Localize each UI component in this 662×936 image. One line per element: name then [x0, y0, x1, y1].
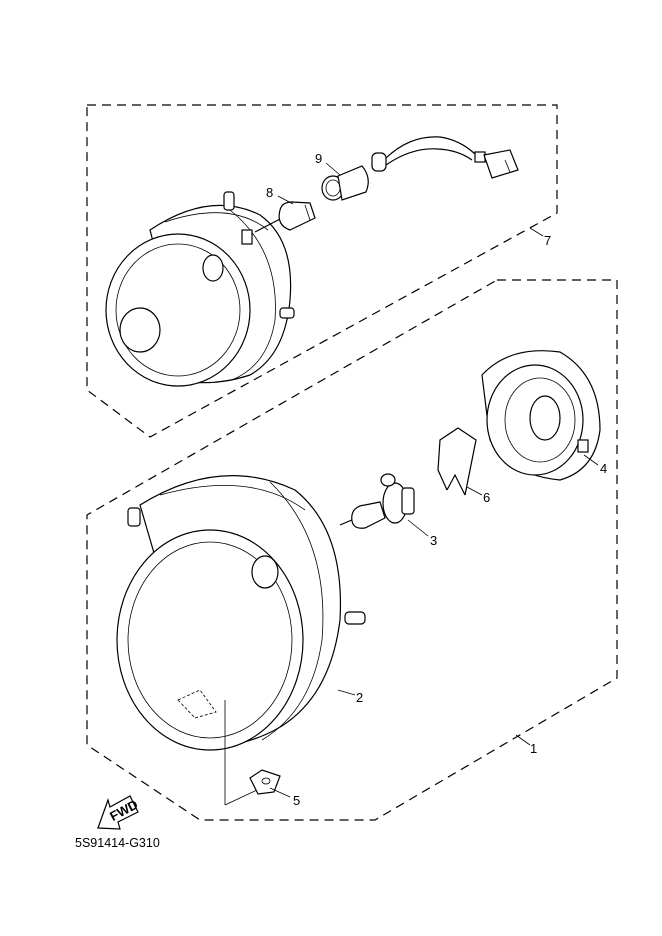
callout-4: 4: [600, 461, 607, 476]
forward-arrow-icon: FWD: [97, 795, 140, 830]
headlight-assembly-7: [105, 191, 295, 387]
headlight-rim-4: [481, 350, 601, 481]
callout-1: 1: [530, 741, 537, 756]
callout-6: 6: [483, 490, 490, 505]
diagram-code: 5S91414-G310: [75, 836, 160, 850]
callout-2: 2: [356, 690, 363, 705]
assembly-1-outline: [86, 279, 618, 821]
callout-3: 3: [430, 533, 437, 548]
callout-5: 5: [293, 793, 300, 808]
fwd-label: FWD: [107, 797, 140, 824]
callout-9: 9: [315, 151, 322, 166]
bracket-5: [249, 769, 281, 795]
bulb-8: [278, 201, 316, 231]
callout-8: 8: [266, 185, 273, 200]
socket-9-harness: [321, 136, 519, 201]
callout-7: 7: [544, 233, 551, 248]
headlight-unit-2: [116, 475, 381, 806]
assembly-7-outline: [86, 104, 558, 438]
spring-clip-6: [437, 427, 477, 496]
bulb-3: [351, 473, 415, 529]
leader-lines: [269, 162, 599, 798]
